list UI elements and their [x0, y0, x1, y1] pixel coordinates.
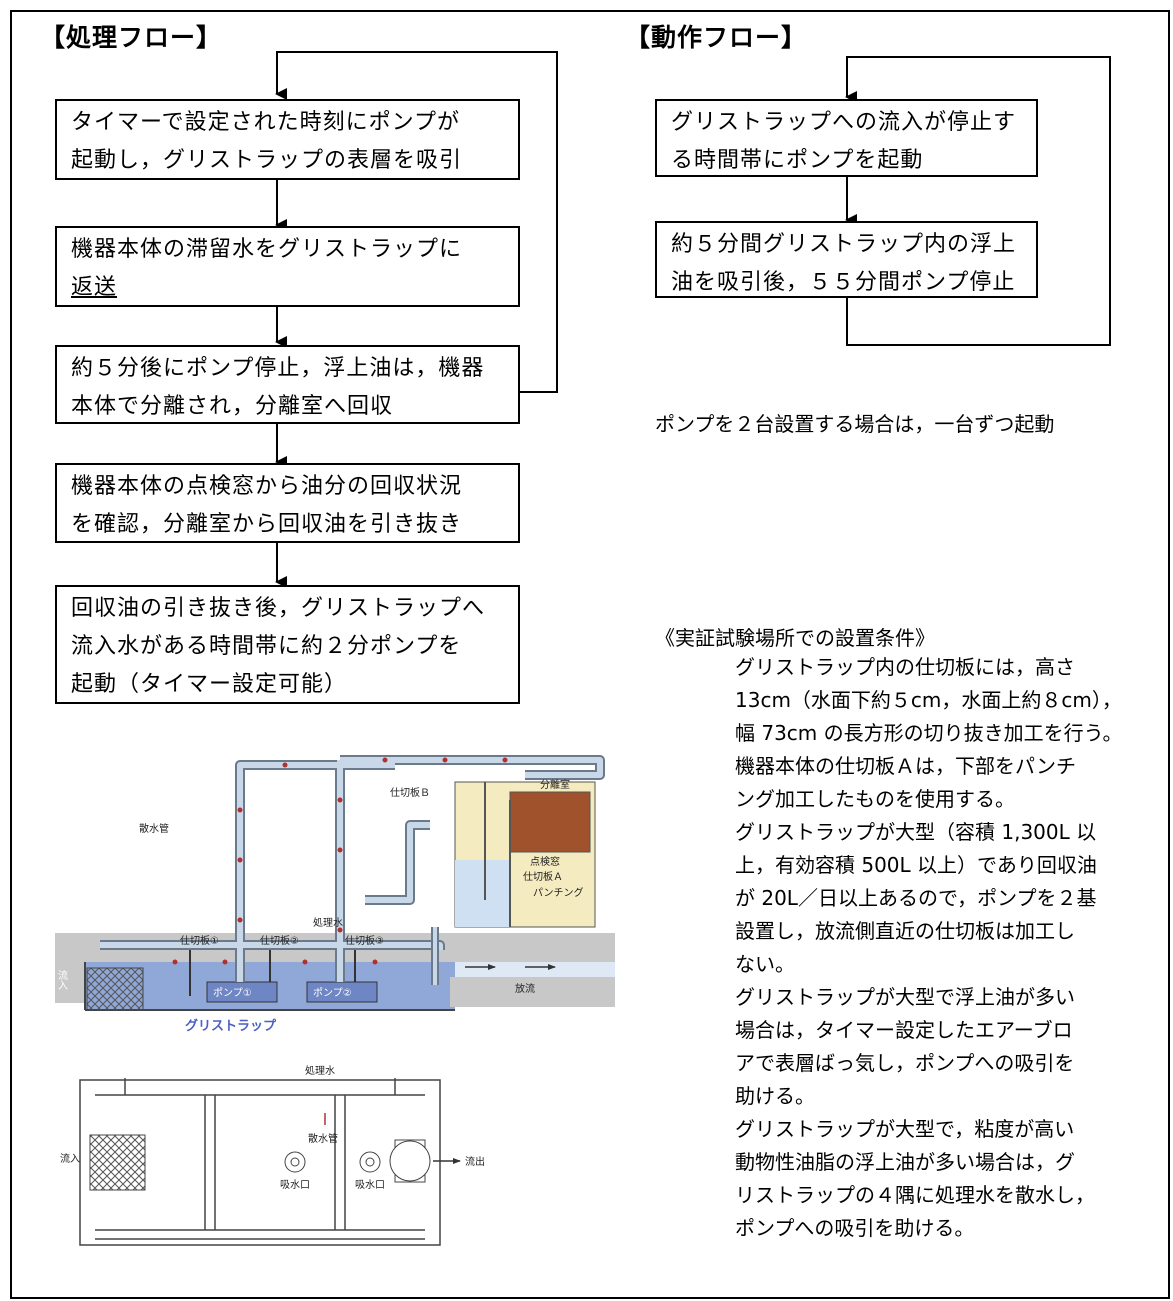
operation-step-1: グリストラップへの流入が停止す る時間帯にポンプを起動: [655, 99, 1038, 177]
step-line: 本体で分離され，分離室へ回収: [71, 394, 394, 419]
label-partition-3: 仕切板③: [345, 934, 384, 947]
step-line: 返送: [71, 275, 118, 300]
step-line: 約５分間グリストラップ内の浮上: [671, 232, 1017, 257]
condition-line: グリストラップが大型（容積 1,300L 以: [735, 820, 1097, 844]
process-step-2: 機器本体の滞留水をグリストラップに 返送: [55, 226, 520, 307]
condition-line: グリストラップが大型で，粘度が高い: [735, 1117, 1075, 1141]
condition-line: 動物性油脂の浮上油が多い場合は，グ: [735, 1150, 1075, 1174]
process-step-5: 回収油の引き抜き後，グリストラップへ 流入水がある時間帯に約２分ポンプを 起動（…: [55, 585, 520, 704]
condition-line: ポンプへの吸引を助ける。: [735, 1216, 975, 1240]
condition-line: 設置し，放流側直近の仕切板は加工し: [735, 919, 1075, 943]
label-sprinkle-pipe: 散水管: [139, 822, 169, 835]
plan-suction-port-2: [359, 1151, 381, 1173]
two-pump-note: ポンプを２台設置する場合は，一台ずつ起動: [655, 412, 1055, 436]
plan-label-inflow: 流入: [60, 1152, 80, 1165]
page-frame: [10, 10, 1170, 1299]
step-line: 起動し，グリストラップの表層を吸引: [71, 148, 463, 173]
condition-line: 幅 73cm の長方形の切り抜き加工を行う。: [735, 721, 1123, 745]
condition-line: ング加工したものを使用する。: [735, 787, 1015, 811]
step-line: 約５分後にポンプ停止，浮上油は，機器: [71, 356, 485, 381]
label-punching: パンチング: [533, 886, 584, 899]
separation-room-box: [509, 791, 591, 853]
label-grease-trap: グリストラップ: [185, 1018, 277, 1034]
plan-label-sprinkle-pipe: 散水管: [308, 1132, 338, 1145]
condition-line: 機器本体の仕切板Ａは，下部をパンチ: [735, 754, 1076, 778]
plan-suction-port-1: [284, 1151, 306, 1173]
label-partition-2: 仕切板②: [260, 934, 299, 947]
process-step-4: 機器本体の点検窓から油分の回収状況 を確認，分離室から回収油を引き抜き: [55, 463, 520, 543]
plan-inflow-mesh: [89, 1134, 146, 1191]
step-line: 流入水がある時間帯に約２分ポンプを: [71, 634, 462, 659]
conditions-body: グリストラップ内の仕切板には，高さ 13cm（水面下約５cm，水面上約８cm），…: [735, 651, 1170, 1245]
condition-line: ない。: [735, 952, 795, 976]
process-step-3: 約５分後にポンプ停止，浮上油は，機器 本体で分離され，分離室へ回収: [55, 345, 520, 424]
process-flow-heading: 【処理フロー】: [40, 23, 223, 52]
condition-line: アで表層ばっ気し，ポンプへの吸引を: [735, 1051, 1075, 1075]
label-partition-b: 仕切板Ｂ: [390, 786, 430, 799]
label-separation-room: 分離室: [540, 778, 570, 791]
label-discharge: 放流: [515, 982, 535, 995]
process-step-1: タイマーで設定された時刻にポンプが 起動し，グリストラップの表層を吸引: [55, 99, 520, 180]
label-partition-a: 仕切板Ａ: [523, 870, 563, 883]
condition-line: 助ける。: [735, 1084, 815, 1108]
plan-label-suction-port-2: 吸水口: [355, 1179, 385, 1191]
condition-line: グリストラップ内の仕切板には，高さ: [735, 655, 1075, 679]
condition-line: 場合は，タイマー設定したエアーブロ: [735, 1018, 1073, 1042]
condition-line: グリストラップが大型で浮上油が多い: [735, 985, 1075, 1009]
condition-line: リストラップの４隅に処理水を散水し，: [735, 1183, 1095, 1207]
label-treated-water: 処理水: [313, 916, 343, 929]
step-line: を確認，分離室から回収油を引き抜き: [71, 512, 463, 537]
step-line: タイマーで設定された時刻にポンプが: [71, 110, 461, 135]
label-pump-2: ポンプ②: [313, 987, 352, 999]
conditions-title: 《実証試験場所での設置条件》: [655, 626, 935, 650]
step-line: る時間帯にポンプを起動: [671, 148, 924, 173]
plan-label-outflow: 流出: [465, 1155, 485, 1168]
return-pipe: [365, 820, 430, 905]
operation-flow-heading: 【動作フロー】: [625, 23, 808, 52]
plan-label-suction-port-1: 吸水口: [280, 1179, 310, 1191]
label-pump-1: ポンプ①: [213, 987, 252, 999]
operation-step-2: 約５分間グリストラップ内の浮上 油を吸引後，５５分間ポンプ停止: [655, 221, 1038, 298]
plan-label-treated-water: 処理水: [305, 1064, 335, 1077]
step-line: 油を吸引後，５５分間ポンプ停止: [671, 270, 1016, 295]
condition-line: が 20L／日以上あるので，ポンプを２基: [735, 886, 1097, 910]
step-line: 回収油の引き抜き後，グリストラップへ: [71, 596, 486, 621]
step-line: 起動（タイマー設定可能）: [71, 672, 348, 697]
label-partition-1: 仕切板①: [180, 934, 219, 947]
label-inflow-side: 流入: [56, 969, 68, 990]
condition-line: 上，有効容積 500L 以上）であり回収油: [735, 853, 1097, 877]
step-line: グリストラップへの流入が停止す: [671, 110, 1017, 135]
step-line: 機器本体の点検窓から油分の回収状況: [71, 474, 463, 499]
equipment-diagram: 散水管 仕切板Ｂ 分離室 点検窓 仕切板Ａ パンチング 処理水 仕切板① 仕切板…: [55, 755, 615, 1246]
inflow-basket: [86, 967, 144, 1011]
condition-line: 13cm（水面下約５cm，水面上約８cm），: [735, 688, 1122, 712]
step-line: 機器本体の滞留水をグリストラップに: [71, 237, 463, 262]
label-inspection-window: 点検窓: [530, 855, 560, 868]
